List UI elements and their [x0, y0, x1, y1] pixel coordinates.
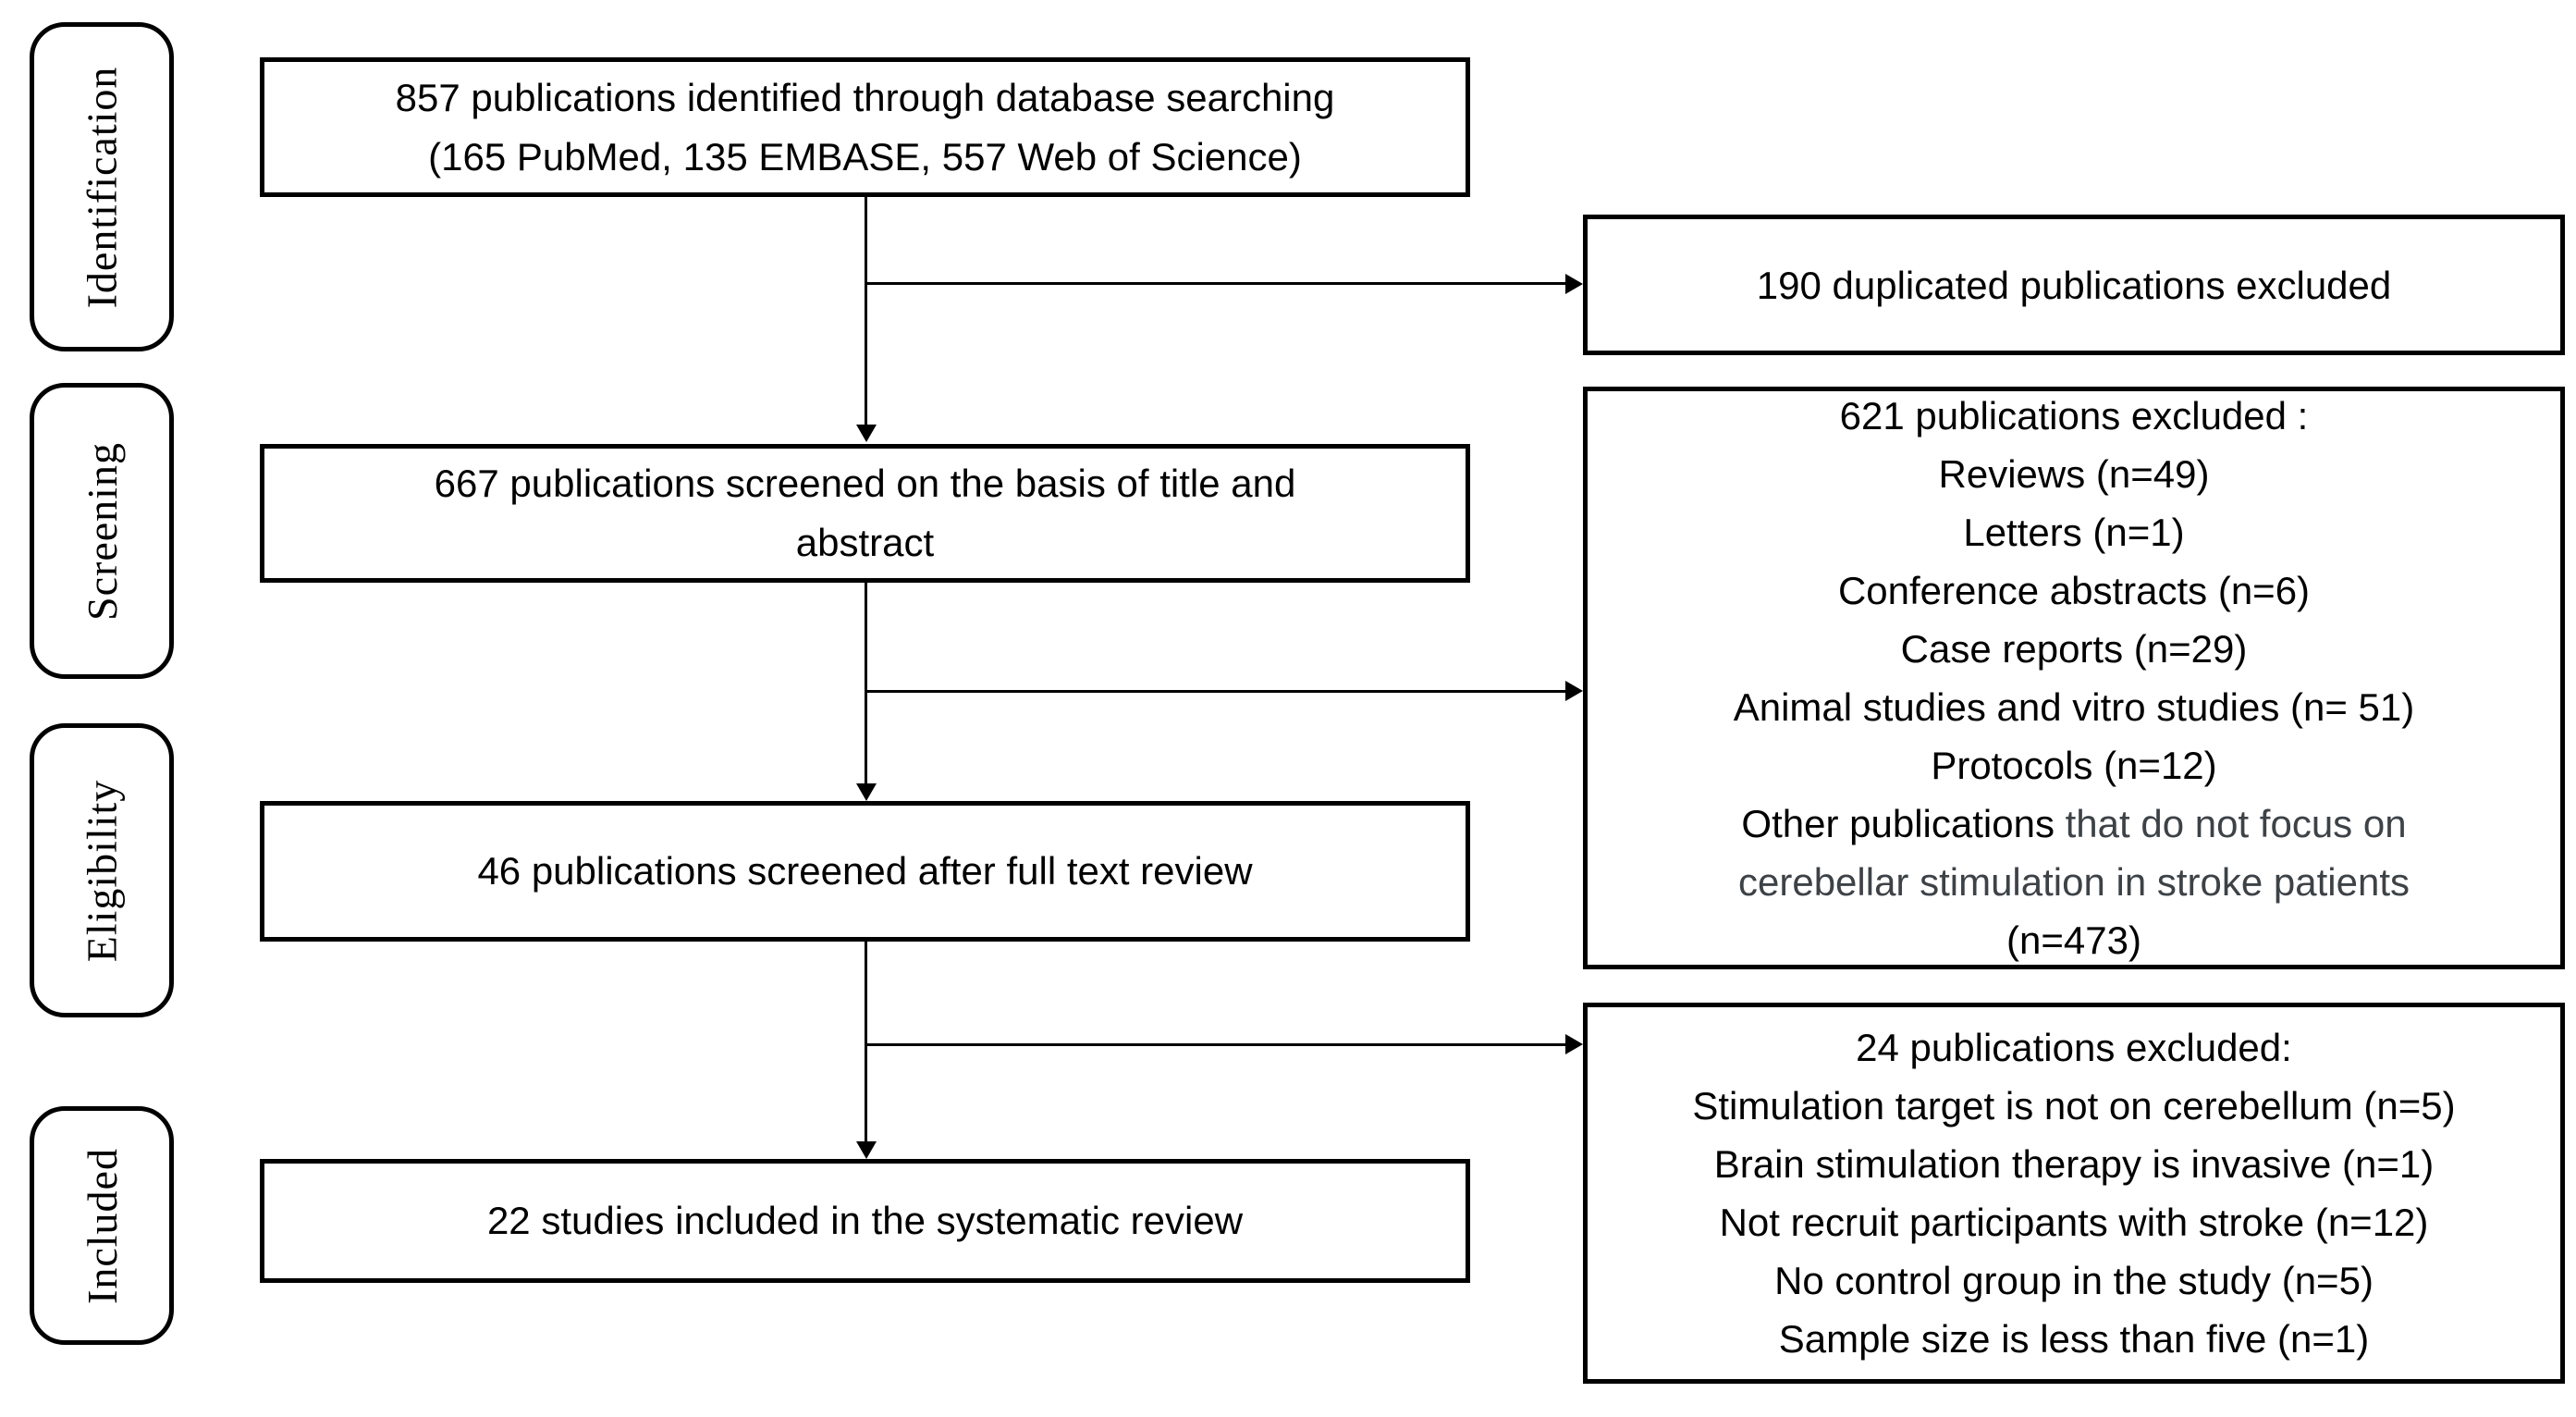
excluded-621-other-gray2: cerebellar stimulation in stroke patient…: [1737, 860, 2410, 904]
excluded-621-reason: Letters (n=1): [1963, 511, 2185, 554]
connector-to-621-excluded: [865, 690, 1567, 693]
excluded-621-reason: Conference abstracts (n=6): [1837, 569, 2311, 612]
connector-fulltext-to-included: [865, 940, 867, 1145]
stage-label-included: Included: [78, 1147, 126, 1304]
stage-label-identification: Identification: [78, 66, 126, 308]
stage-box-identification: Identification: [30, 22, 174, 351]
right-arrowhead-icon: [1565, 274, 1583, 294]
excluded-621-other-prefix: Other publications: [1741, 802, 2066, 845]
connector-to-24-excluded: [865, 1043, 1567, 1046]
box-screened-title-abstract: 667 publications screened on the basis o…: [260, 444, 1470, 583]
excluded-duplicates-label: 190 duplicated publications excluded: [1756, 263, 2392, 307]
stage-box-included: Included: [30, 1106, 174, 1345]
connector-identified-to-screened: [865, 195, 867, 428]
stage-box-screening: Screening: [30, 383, 174, 679]
box-excluded-duplicates: 190 duplicated publications excluded: [1583, 215, 2565, 355]
stage-label-screening: Screening: [78, 441, 126, 621]
excluded-24-reason: Stimulation target is not on cerebellum …: [1692, 1084, 2456, 1127]
screened-title-line2: abstract: [795, 521, 935, 564]
identified-line2: (165 PubMed, 135 EMBASE, 557 Web of Scie…: [428, 134, 1302, 179]
screened-title-line1: 667 publications screened on the basis o…: [434, 462, 1296, 505]
excluded-24-reason: No control group in the study (n=5): [1774, 1259, 2374, 1302]
right-arrowhead-icon: [1565, 681, 1583, 701]
included-studies-label: 22 studies included in the systematic re…: [486, 1199, 1244, 1242]
excluded-621-reason: Reviews (n=49): [1938, 452, 2210, 496]
excluded-621-other-line1: Other publications that do not focus on: [1741, 795, 2406, 853]
excluded-24-reason: Not recruit participants with stroke (n=…: [1719, 1201, 2429, 1244]
excluded-621-reason: Case reports (n=29): [1900, 627, 2248, 671]
down-arrowhead-icon: [856, 1141, 877, 1159]
stage-box-eligibility: Eligibility: [30, 723, 174, 1017]
excluded-621-reason: Protocols (n=12): [1931, 744, 2217, 787]
excluded-621-other-gray1: that do not focus on: [2065, 802, 2407, 845]
down-arrowhead-icon: [856, 425, 877, 442]
excluded-621-header: 621 publications excluded :: [1839, 394, 2309, 437]
box-identified-publications: 857 publications identified through data…: [260, 57, 1470, 197]
box-excluded-full-text: 24 publications excluded: Stimulation ta…: [1583, 1003, 2565, 1384]
excluded-621-other-count: (n=473): [2006, 918, 2141, 962]
excluded-24-header: 24 publications excluded:: [1856, 1026, 2292, 1069]
connector-to-duplicates-excluded: [865, 282, 1567, 285]
identified-line1: 857 publications identified through data…: [395, 75, 1335, 119]
screened-full-text-label: 46 publications screened after full text…: [477, 849, 1253, 893]
excluded-621-reason: Animal studies and vitro studies (n= 51): [1733, 685, 2415, 729]
stage-label-eligibility: Eligibility: [78, 779, 126, 962]
box-included-studies: 22 studies included in the systematic re…: [260, 1159, 1470, 1283]
box-excluded-title-abstract: 621 publications excluded : Reviews (n=4…: [1583, 387, 2565, 969]
right-arrowhead-icon: [1565, 1034, 1583, 1054]
excluded-24-reason: Sample size is less than five (n=1): [1778, 1317, 2370, 1361]
down-arrowhead-icon: [856, 783, 877, 801]
connector-screened-to-fulltext: [865, 581, 867, 787]
box-screened-full-text: 46 publications screened after full text…: [260, 801, 1470, 942]
excluded-24-reason: Brain stimulation therapy is invasive (n…: [1713, 1142, 2435, 1186]
